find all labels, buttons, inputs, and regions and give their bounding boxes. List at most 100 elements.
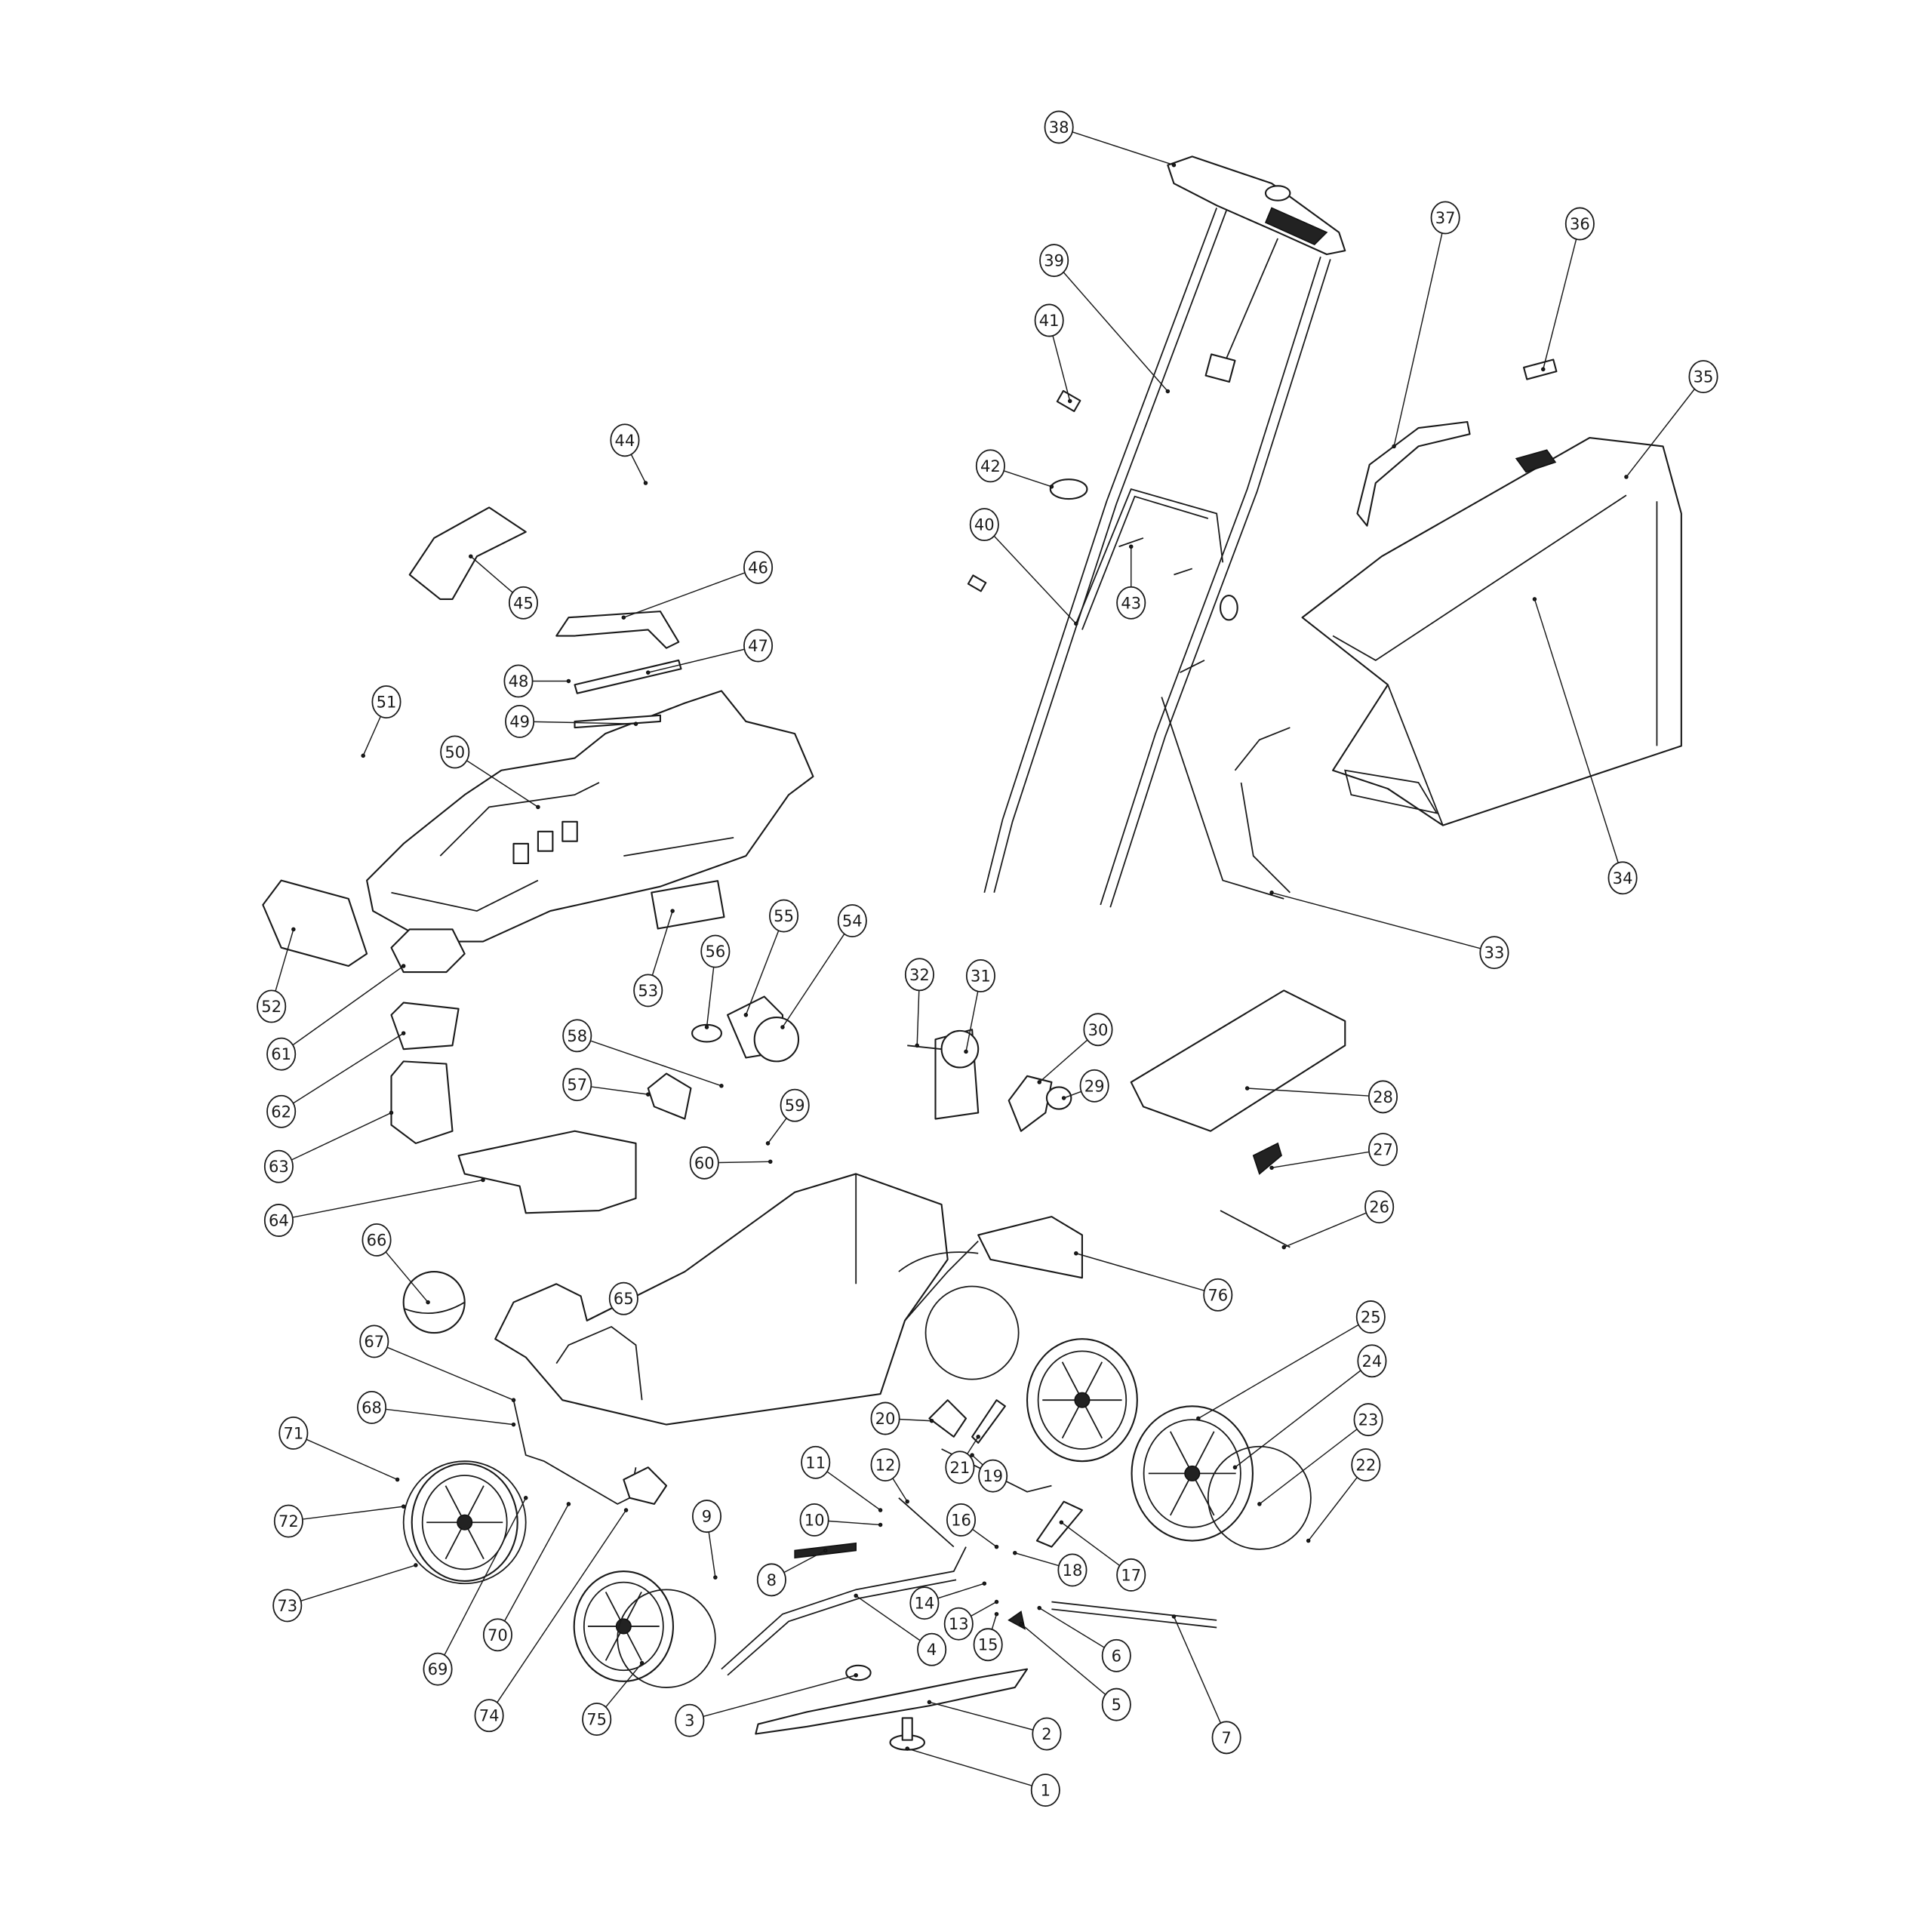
leader-dot xyxy=(1171,1614,1177,1619)
part-number-label: 64 xyxy=(269,1211,289,1230)
wheel-part-75 xyxy=(573,1570,675,1682)
part-number-label: 50 xyxy=(445,743,465,761)
part-number-label: 41 xyxy=(1039,311,1060,330)
handle-bar-part-46 xyxy=(555,611,680,649)
callout-part-55: 55 xyxy=(743,899,799,1017)
leader-line xyxy=(306,1438,398,1481)
leader-line xyxy=(1052,335,1071,401)
callout-part-24: 24 xyxy=(1232,1344,1387,1470)
callout-part-42: 42 xyxy=(975,449,1054,489)
callout-circle xyxy=(917,1632,947,1666)
part-number-label: 40 xyxy=(974,515,995,534)
part-number-label: 8 xyxy=(767,1571,777,1589)
front-cover-part-52 xyxy=(262,879,368,968)
leader-line xyxy=(291,1112,392,1161)
callout-part-69: 69 xyxy=(423,1496,528,1686)
leader-line xyxy=(1259,1429,1358,1505)
callout-circle xyxy=(266,1037,297,1071)
leader-line xyxy=(971,1601,997,1617)
leader-dot xyxy=(768,1159,773,1164)
callout-circle xyxy=(257,989,287,1023)
leader-dot xyxy=(1165,389,1171,394)
part-number-label: 73 xyxy=(277,1596,297,1615)
part-number-label: 25 xyxy=(1361,1308,1381,1327)
leader-line xyxy=(303,1506,404,1520)
leader-line xyxy=(1173,1616,1222,1724)
leader-line xyxy=(605,1663,643,1708)
leader-line xyxy=(1235,1370,1361,1468)
part-number-label: 19 xyxy=(983,1466,1003,1485)
leader-line xyxy=(907,1748,1032,1786)
leader-dot xyxy=(1037,1605,1041,1611)
leader-line xyxy=(1393,232,1443,447)
leader-line xyxy=(293,965,405,1045)
leader-dot xyxy=(1013,1550,1017,1555)
callout-circle xyxy=(1607,861,1638,895)
callout-part-18: 18 xyxy=(1013,1550,1088,1587)
rear-flap-part-28 xyxy=(1130,989,1346,1132)
callout-part-38: 38 xyxy=(1044,110,1177,168)
callout-circle xyxy=(562,1019,592,1053)
leader-dot xyxy=(670,909,675,913)
callout-part-31: 31 xyxy=(964,959,995,1054)
callout-part-35: 35 xyxy=(1624,360,1718,479)
spring-part-5 xyxy=(1008,1611,1026,1630)
leader-dot xyxy=(566,1502,571,1506)
leader-dot xyxy=(481,1177,485,1183)
part-number-label: 9 xyxy=(702,1507,712,1526)
callout-circle xyxy=(272,1589,303,1623)
callout-part-48: 48 xyxy=(503,664,571,698)
leader-dot xyxy=(1037,1080,1041,1084)
callout-part-10: 10 xyxy=(799,1503,883,1537)
callout-part-25: 25 xyxy=(1196,1300,1386,1421)
leader-dot xyxy=(1019,1621,1023,1626)
callout-part-15: 15 xyxy=(973,1611,1003,1662)
leader-line xyxy=(466,760,539,808)
callout-circle xyxy=(769,899,799,933)
leader-line xyxy=(703,1675,857,1717)
leader-dot xyxy=(878,1508,883,1512)
label-plate-part-53 xyxy=(651,880,725,930)
callout-circle xyxy=(371,685,401,718)
leader-line xyxy=(1271,892,1481,949)
callout-part-76: 76 xyxy=(1074,1251,1233,1312)
callout-circle xyxy=(1039,244,1069,278)
part-number-label: 20 xyxy=(875,1409,896,1428)
washer-part-29 xyxy=(1045,1086,1072,1110)
part-number-label: 35 xyxy=(1694,368,1714,386)
leader-dot xyxy=(1269,1165,1274,1171)
callout-circle xyxy=(1079,1069,1109,1103)
leader-dot xyxy=(395,1477,400,1482)
safety-ball-part-66 xyxy=(402,1271,466,1334)
callout-part-45: 45 xyxy=(469,554,538,620)
part-number-label: 76 xyxy=(1208,1285,1228,1304)
callout-part-57: 57 xyxy=(562,1068,651,1102)
callout-part-32: 32 xyxy=(904,958,934,1048)
callout-circle xyxy=(1351,1448,1381,1482)
leader-line xyxy=(971,1454,983,1466)
leader-dot xyxy=(964,1049,968,1054)
callout-part-8: 8 xyxy=(756,1548,828,1597)
callout-circle xyxy=(508,586,538,620)
callout-circle xyxy=(582,1703,612,1737)
part-number-label: 56 xyxy=(705,942,725,961)
leader-dot xyxy=(743,1013,749,1017)
callout-circle xyxy=(503,664,534,698)
callout-part-6: 6 xyxy=(1037,1605,1131,1672)
leader-line xyxy=(718,1161,771,1164)
leader-line xyxy=(1308,1477,1358,1541)
leader-line xyxy=(972,1529,997,1548)
switch-wheel-part-54 xyxy=(753,1016,800,1063)
leader-line xyxy=(504,1503,570,1622)
blade-adapter-part-3 xyxy=(845,1664,872,1681)
callout-circle xyxy=(1101,1638,1131,1672)
switch-cover-part-45 xyxy=(408,506,527,600)
wheel-rear-inner xyxy=(1026,1338,1138,1463)
leader-line xyxy=(767,1118,787,1144)
leader-line xyxy=(386,1408,514,1426)
leader-line xyxy=(993,536,1077,624)
callout-circle xyxy=(1479,936,1509,970)
callout-part-56: 56 xyxy=(700,934,731,1029)
mower-deck-part-65 xyxy=(494,1173,1020,1426)
leader-dot xyxy=(389,1110,394,1115)
